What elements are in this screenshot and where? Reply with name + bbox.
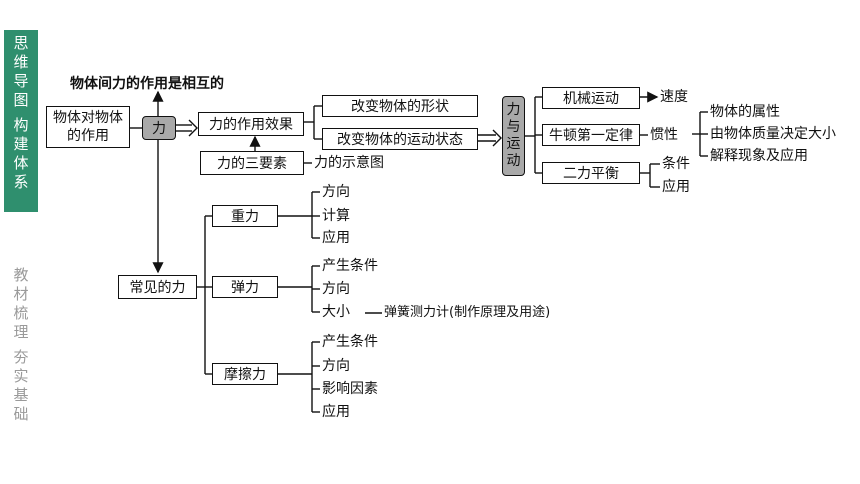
force-node: 力 <box>142 116 176 140</box>
friction-condition: 产生条件 <box>322 334 378 350</box>
speed-label: 速度 <box>660 89 688 105</box>
gravity-direction: 方向 <box>322 184 350 200</box>
balance-application: 应用 <box>662 179 690 195</box>
elastic-condition: 产生条件 <box>322 258 378 274</box>
two-force-balance-box: 二力平衡 <box>542 162 640 184</box>
sidebar-tab-mindmap[interactable] <box>4 30 38 212</box>
elastic-magnitude: 大小 <box>322 304 350 320</box>
mechanical-motion-box: 机械运动 <box>542 87 640 109</box>
schematic-label: 力的示意图 <box>314 155 384 171</box>
interaction-box: 物体对物体的作用 <box>46 106 130 148</box>
inertia-label: 惯性 <box>650 127 678 143</box>
inertia-prop-1: 物体的属性 <box>710 104 780 120</box>
friction-factors: 影响因素 <box>322 381 378 397</box>
gravity-calculation: 计算 <box>322 208 350 224</box>
common-forces-box: 常见的力 <box>118 275 197 299</box>
sidebar-tab-textbook-review[interactable]: 教材 梳理 夯实 基础 <box>13 266 29 423</box>
friction-box: 摩擦力 <box>212 363 278 385</box>
force-effect-box: 力的作用效果 <box>198 112 304 136</box>
elastic-direction: 方向 <box>322 281 350 297</box>
change-shape-box: 改变物体的形状 <box>322 95 478 117</box>
inertia-prop-2: 由物体质量决定大小 <box>710 126 836 142</box>
change-motion-box: 改变物体的运动状态 <box>322 128 478 150</box>
gravity-box: 重力 <box>212 205 278 227</box>
three-elements-box: 力的三要素 <box>200 151 304 175</box>
friction-application: 应用 <box>322 404 350 420</box>
gravity-application: 应用 <box>322 230 350 246</box>
balance-condition: 条件 <box>662 156 690 172</box>
mutual-interaction-note: 物体间力的作用是相互的 <box>70 76 224 92</box>
force-and-motion-node: 力与运动 <box>502 96 525 176</box>
inertia-prop-3: 解释现象及应用 <box>710 148 808 164</box>
newton-first-law-box: 牛顿第一定律 <box>542 124 640 146</box>
friction-direction: 方向 <box>322 358 350 374</box>
sidebar-tab-mindmap-label: 思维 导图 构建 体系 <box>13 34 29 191</box>
elastic-force-box: 弹力 <box>212 276 278 298</box>
spring-scale-label: 弹簧测力计(制作原理及用途) <box>384 305 551 320</box>
